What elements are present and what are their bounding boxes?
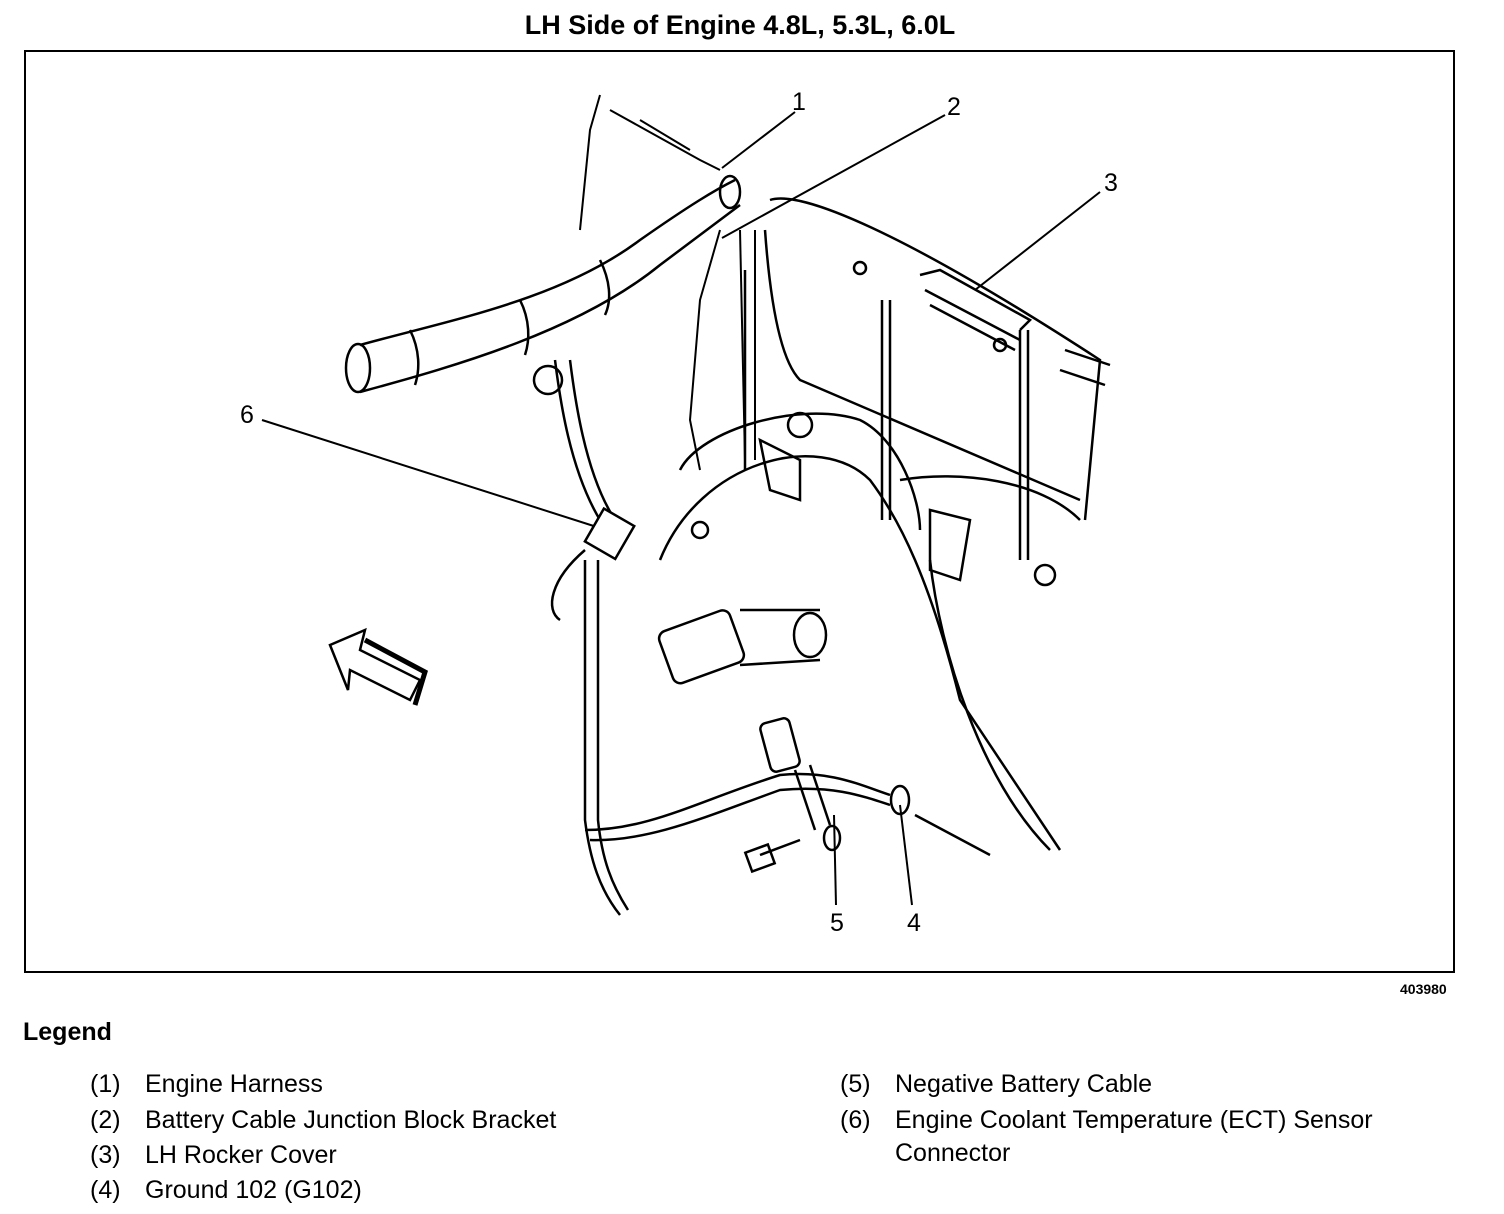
leader-lines <box>261 111 1101 906</box>
legend-number: (6) <box>840 1106 871 1134</box>
legend-number: (2) <box>90 1106 121 1134</box>
legend-label: Negative Battery Cable <box>895 1070 1153 1098</box>
callout-6: 6 <box>240 401 254 429</box>
legend-label: Engine Coolant Temperature (ECT) Sensor <box>895 1106 1373 1134</box>
callout-2: 2 <box>947 93 961 121</box>
legend-number: (1) <box>90 1070 121 1098</box>
rocker-cover <box>763 197 1111 521</box>
starter <box>657 437 972 685</box>
callout-4: 4 <box>907 909 921 937</box>
callout-3: 3 <box>1104 169 1118 197</box>
legend-label: Engine Harness <box>145 1070 323 1098</box>
spark-plug-wires <box>743 270 1030 560</box>
engine-harness-tube <box>344 174 742 394</box>
forward-arrow-icon <box>328 627 428 706</box>
legend-number: (4) <box>90 1176 121 1204</box>
legend-label: LH Rocker Cover <box>145 1141 337 1169</box>
legend-label: Battery Cable Junction Block Bracket <box>145 1106 557 1134</box>
exhaust-manifold <box>658 411 1081 851</box>
legend-number: (5) <box>840 1070 871 1098</box>
upper-structure <box>579 94 756 471</box>
legend-number: (3) <box>90 1141 121 1169</box>
ect-harness <box>532 359 636 916</box>
legend-heading: Legend <box>23 1018 112 1046</box>
figure-id: 403980 <box>1400 981 1447 997</box>
callout-1: 1 <box>792 88 806 116</box>
diagram-frame <box>24 50 1455 973</box>
legend-label-continued: Connector <box>895 1139 1011 1167</box>
legend-label: Ground 102 (G102) <box>145 1176 362 1204</box>
callout-5: 5 <box>830 909 844 937</box>
diagram-title: LH Side of Engine 4.8L, 5.3L, 6.0L <box>524 10 956 40</box>
negative-battery-cable <box>584 717 991 874</box>
